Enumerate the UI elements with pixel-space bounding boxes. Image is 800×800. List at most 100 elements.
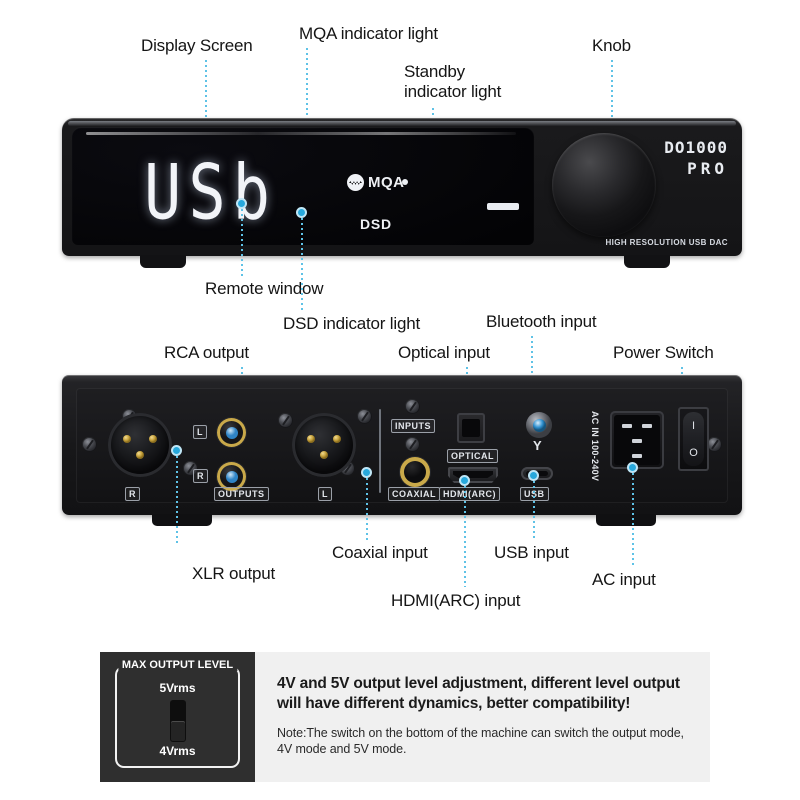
hdmi-label: HDMI(ARC) xyxy=(439,487,500,501)
front-tagline: HIGH RESOLUTION USB DAC xyxy=(605,238,728,247)
antenna-core xyxy=(532,418,546,432)
annotation-standby-indicator: Standby indicator light xyxy=(404,62,502,101)
ac-slot-4 xyxy=(632,454,642,458)
dot-usb-input xyxy=(528,470,539,481)
volume-knob[interactable] xyxy=(552,133,656,237)
xlr-output-right[interactable] xyxy=(108,413,172,477)
leader-xlr-output xyxy=(176,456,178,544)
annotation-hdmi-input: HDMI(ARC) input xyxy=(391,591,521,610)
level-low-label: 4Vrms xyxy=(159,744,196,758)
mqa-label: MQA xyxy=(368,174,405,191)
coaxial-label: COAXIAL xyxy=(388,487,440,501)
leader-usb-input xyxy=(533,481,535,540)
xlr-pin-2b xyxy=(333,435,341,443)
xlr-pin-2 xyxy=(149,435,157,443)
level-high-label: 5Vrms xyxy=(159,681,196,695)
hdmi-input-port[interactable] xyxy=(448,467,498,483)
remote-window: USb MQA DSD xyxy=(72,127,534,245)
dot-ac-input xyxy=(627,462,638,473)
ac-slot-3 xyxy=(632,439,642,443)
annotation-xlr-output: XLR output xyxy=(192,564,276,583)
dot-remote-window xyxy=(236,198,247,209)
standby-indicator-led xyxy=(402,179,408,185)
annotation-dsd-indicator: DSD indicator light xyxy=(283,314,420,333)
power-off-symbol: O xyxy=(689,446,698,459)
coaxial-input-jack[interactable] xyxy=(400,457,430,487)
rca-output-right[interactable] xyxy=(217,462,246,491)
annotation-ac-input: AC input xyxy=(592,570,656,589)
ac-input-inlet[interactable] xyxy=(610,411,664,469)
annotation-optical-input: Optical input xyxy=(398,343,490,362)
annotation-bluetooth-input: Bluetooth input xyxy=(486,312,597,331)
brand-model-text: DO1000 xyxy=(664,138,728,157)
annotation-knob: Knob xyxy=(592,36,631,55)
leader-ac-input xyxy=(632,473,634,566)
power-rocker[interactable]: I O xyxy=(683,412,704,466)
annotation-rca-output: RCA output xyxy=(164,343,249,362)
info-note: Note:The switch on the bottom of the mac… xyxy=(277,725,684,756)
info-text-card: 4V and 5V output level adjustment, diffe… xyxy=(255,652,710,782)
screw-inputs-bottom xyxy=(405,437,420,452)
info-panel: MAX OUTPUT LEVEL 5Vrms 4Vrms 4V and 5V o… xyxy=(100,652,710,782)
bluetooth-antenna-jack[interactable] xyxy=(526,412,552,438)
brand-model: DO1000 PRO xyxy=(664,138,728,178)
annotation-mqa-indicator: MQA indicator light xyxy=(299,24,438,43)
ac-slot-2 xyxy=(642,424,652,428)
screw-left-outer xyxy=(82,437,97,452)
annotation-remote-window: Remote window xyxy=(205,279,324,298)
output-level-slider[interactable] xyxy=(169,700,186,742)
xlr-left-label: L xyxy=(318,487,332,501)
ac-rating-label: AC IN 100-240V xyxy=(590,411,600,482)
rca-left-label: L xyxy=(193,425,207,439)
rear-foot-right xyxy=(596,514,656,526)
dsd-indicator: DSD xyxy=(360,216,392,232)
screw-mid-top xyxy=(278,413,293,428)
max-output-level-frame: MAX OUTPUT LEVEL 5Vrms 4Vrms xyxy=(115,659,240,768)
rca-core-right xyxy=(225,470,238,483)
section-divider xyxy=(379,409,381,493)
front-foot-right xyxy=(624,255,670,268)
rca-right-label: R xyxy=(193,469,208,483)
annotation-usb-input: USB input xyxy=(494,543,569,562)
power-switch[interactable]: I O xyxy=(678,407,709,471)
optical-label: OPTICAL xyxy=(447,449,498,463)
screw-mid2-top xyxy=(357,409,372,424)
front-bevel xyxy=(68,121,736,126)
leader-coaxial-input xyxy=(366,478,368,540)
dot-hdmi-input xyxy=(459,475,470,486)
xlr-pin-1b xyxy=(307,435,315,443)
dot-xlr-output xyxy=(171,445,182,456)
rear-panel: R L R OUTPUTS L INPUTS COAXIAL OPTICAL H… xyxy=(62,375,742,526)
annotation-power-switch: Power Switch xyxy=(613,343,714,362)
leader-dsd-indicator xyxy=(301,218,303,312)
mqa-indicator: MQA xyxy=(347,174,405,191)
rca-output-left[interactable] xyxy=(217,418,246,447)
rca-core-left xyxy=(225,426,238,439)
front-panel: USb MQA DSD DO1000 PRO HIGH RESOLUTION U… xyxy=(62,118,742,268)
leader-hdmi-input xyxy=(464,486,466,587)
dot-coaxial-input xyxy=(361,467,372,478)
xlr-right-label: R xyxy=(125,487,140,501)
dot-dsd-indicator xyxy=(296,207,307,218)
xlr-pin-1 xyxy=(123,435,131,443)
mqa-logo-icon xyxy=(347,174,364,191)
ac-slot-1 xyxy=(622,424,632,428)
xlr-output-left[interactable] xyxy=(292,413,356,477)
display-screen: USb xyxy=(144,147,277,237)
leader-knob xyxy=(611,60,613,155)
screw-right-outer xyxy=(707,437,722,452)
inputs-label: INPUTS xyxy=(391,419,436,433)
optical-input-port[interactable] xyxy=(457,413,485,443)
brand-suffix-text: PRO xyxy=(687,159,728,178)
outputs-label: OUTPUTS xyxy=(214,487,269,501)
glass-glint xyxy=(86,132,516,135)
leader-bluetooth-input xyxy=(531,336,533,410)
max-output-level-title: MAX OUTPUT LEVEL xyxy=(117,659,238,671)
leader-remote-window xyxy=(241,209,243,277)
antenna-icon: Y xyxy=(533,438,542,453)
max-output-level-card: MAX OUTPUT LEVEL 5Vrms 4Vrms xyxy=(100,652,255,782)
rear-foot-left xyxy=(152,514,212,526)
output-level-slider-knob[interactable] xyxy=(170,721,185,741)
leader-mqa-indicator xyxy=(306,48,308,140)
